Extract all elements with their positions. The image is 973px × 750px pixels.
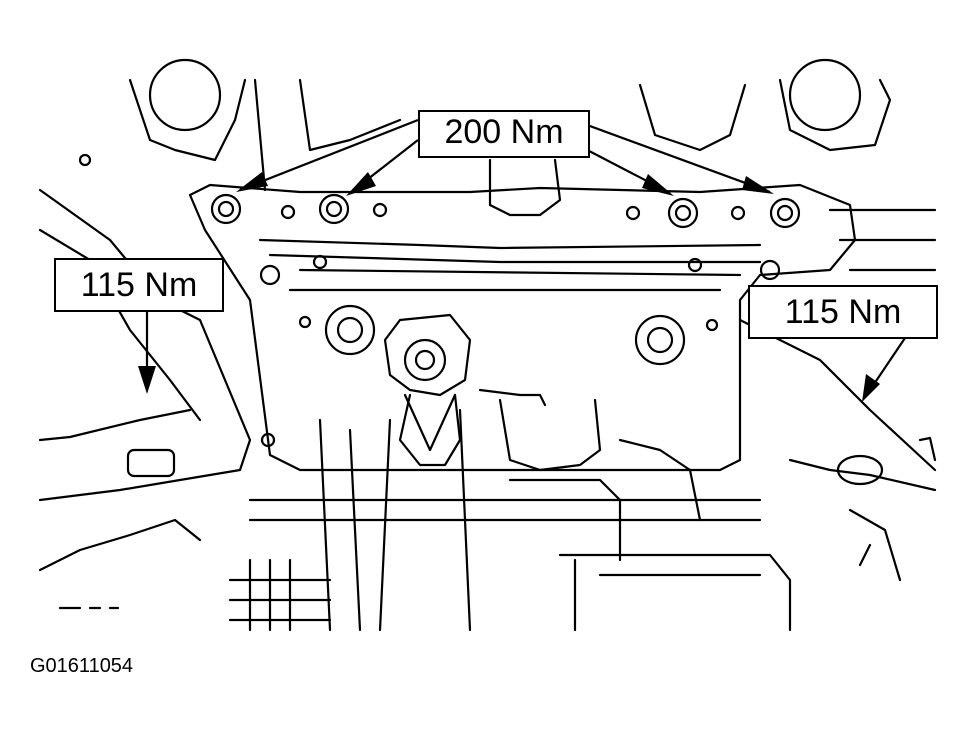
arrow-right-mount bbox=[862, 374, 880, 402]
left-strut-tower bbox=[128, 78, 247, 162]
torque-label-left-115nm: 115 Nm bbox=[54, 258, 224, 312]
left-control-arm bbox=[38, 188, 252, 502]
torque-label-200nm: 200 Nm bbox=[418, 110, 590, 158]
bolt-holes bbox=[78, 153, 801, 448]
crossmember-outline bbox=[188, 183, 857, 472]
leader-lines bbox=[145, 116, 906, 391]
arrow-bolt-3 bbox=[642, 174, 674, 196]
crossmember-rib-3 bbox=[298, 268, 742, 277]
torque-label-right-115nm: 115 Nm bbox=[748, 285, 938, 339]
crossmember-rib-1 bbox=[258, 238, 762, 250]
center-mount bbox=[383, 313, 472, 397]
right-control-arm bbox=[738, 318, 937, 472]
right-strut-tower bbox=[778, 78, 892, 152]
arrowheads bbox=[138, 172, 880, 402]
transmission-housing bbox=[318, 408, 472, 632]
arrow-left-mount bbox=[138, 366, 156, 394]
arrow-bolt-1 bbox=[236, 172, 268, 192]
arrow-bolt-2 bbox=[346, 172, 376, 196]
crossmember-rib-2 bbox=[268, 253, 762, 264]
arrow-bolt-4 bbox=[742, 176, 774, 194]
figure-id: G01611054 bbox=[30, 655, 134, 677]
